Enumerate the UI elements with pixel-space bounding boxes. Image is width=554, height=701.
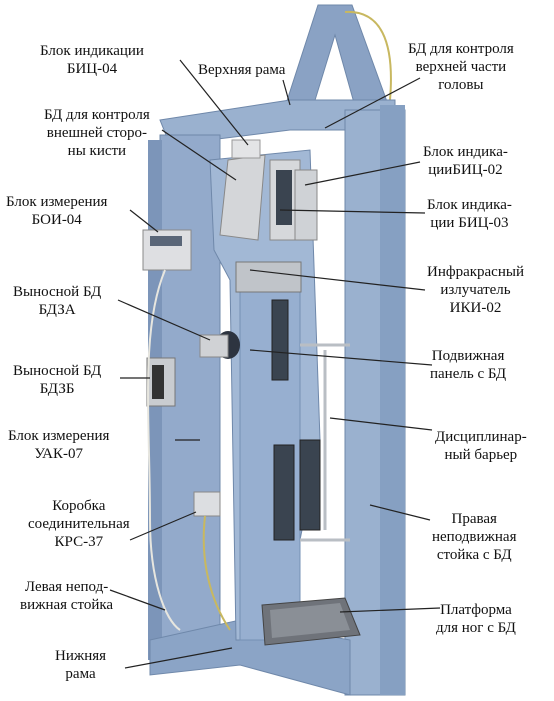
label-panel: Подвижная панель с БД xyxy=(430,348,507,382)
label-bd-hand: БД для контроля внешней сторо- ны кисти xyxy=(44,107,150,159)
cable-left xyxy=(147,269,181,631)
label-bic04: Блок индикации БИЦ-04 xyxy=(40,43,144,77)
cable-krs xyxy=(202,515,231,631)
leader-boi04 xyxy=(129,209,159,233)
leader-barrier xyxy=(329,417,433,431)
bic04-shape xyxy=(219,154,266,241)
bic04-top xyxy=(231,139,261,159)
krs37-shape xyxy=(193,491,221,517)
right-post-front xyxy=(380,105,405,695)
bic02-screen xyxy=(276,170,292,225)
boi04-screen xyxy=(150,236,182,246)
label-iki02: Инфракрасный излучатель ИКИ-02 xyxy=(427,264,524,316)
label-top-frame: Верхняя рама xyxy=(198,62,286,78)
leader-lines xyxy=(109,59,441,669)
label-bottom-frame: Нижняя рама xyxy=(55,648,107,682)
leader-bottom-frame xyxy=(124,647,233,669)
leader-panel xyxy=(249,349,433,366)
label-uak07: Блок измерения УАК-07 xyxy=(8,428,110,462)
leader-bd-hand xyxy=(161,129,237,181)
platform-top xyxy=(270,603,350,638)
label-platform: Платформа для ног с БД xyxy=(436,602,516,636)
leader-right-post xyxy=(369,504,431,521)
iki02-shape xyxy=(235,261,302,293)
leader-top-frame xyxy=(282,79,291,106)
label-krs37: Коробка соединительная КРС-37 xyxy=(28,498,130,550)
panel-detector-1 xyxy=(271,299,289,381)
label-bd-head: БД для контроля верхней части головы xyxy=(408,41,514,93)
label-bic02: Блок индика- цииБИЦ-02 xyxy=(423,144,508,178)
leader-krs37 xyxy=(129,511,197,541)
label-bdza: Выносной БД БДЗА xyxy=(13,284,102,318)
bdzb-handle xyxy=(152,365,164,399)
bic03-shape xyxy=(294,169,318,241)
label-left-post: Левая непод- вижная стойка xyxy=(20,579,114,613)
label-right-post: Правая неподвижная стойка с БД xyxy=(432,511,517,563)
leader-bic02 xyxy=(304,161,421,186)
label-barrier: Дисциплинар- ный барьер xyxy=(435,429,527,463)
label-bic03: Блок индика- ции БИЦ-03 xyxy=(427,197,512,231)
panel-detector-2 xyxy=(273,444,295,541)
cable-top xyxy=(344,10,392,101)
bdza-body xyxy=(199,334,229,358)
label-bdzb: Выносной БД БДЗБ xyxy=(13,363,102,397)
leader-bd-head xyxy=(324,77,421,129)
panel-detector-3 xyxy=(299,439,321,531)
leader-iki02 xyxy=(249,269,426,291)
leader-left-post xyxy=(109,589,166,611)
leader-bdza xyxy=(117,299,211,341)
leader-bic03 xyxy=(279,209,426,214)
leader-bic04 xyxy=(179,59,249,146)
leader-platform xyxy=(339,607,441,613)
label-boi04: Блок измерения БОИ-04 xyxy=(6,194,108,228)
